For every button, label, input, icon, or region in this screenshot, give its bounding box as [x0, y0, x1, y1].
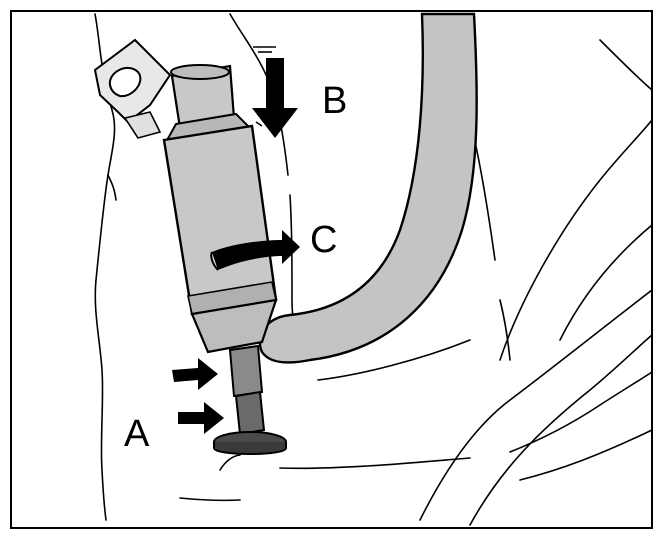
rotate-arrow-icon: [210, 230, 300, 271]
right-arrow-icon-lower: [178, 402, 224, 434]
right-arrow-icon: [172, 358, 218, 390]
hose: [258, 12, 478, 364]
down-arrow-icon: [252, 58, 298, 138]
label-b: B: [322, 80, 347, 122]
dash-marks: [253, 46, 276, 127]
electrical-connector: [93, 38, 172, 139]
washer-pump: [162, 64, 287, 455]
label-c: C: [310, 219, 337, 261]
label-a: A: [124, 413, 150, 455]
